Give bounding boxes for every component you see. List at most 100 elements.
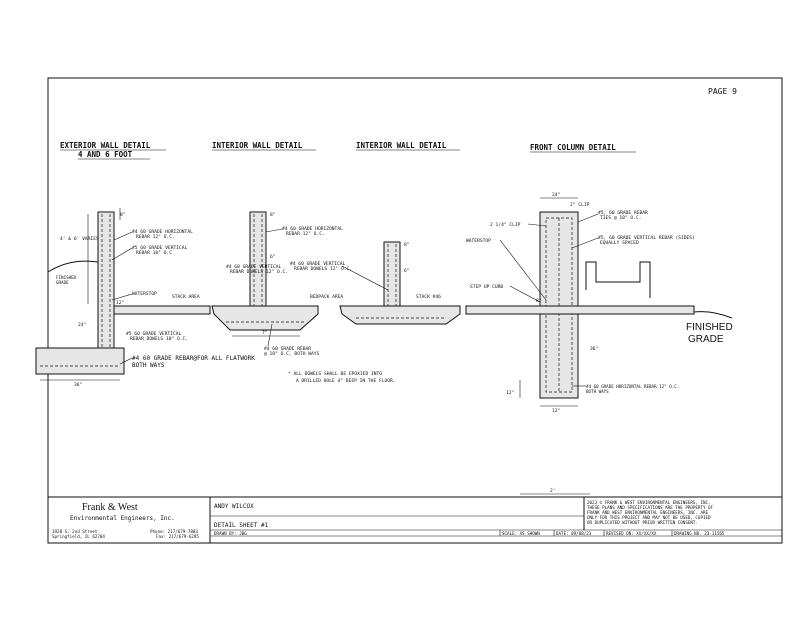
exterior-footing — [35, 347, 125, 375]
exterior-dim-8: 8" — [120, 212, 126, 218]
exterior-title: EXTERIOR WALL DETAIL — [60, 141, 151, 150]
firm-address-1: 1920 S. 2nd Street — [52, 529, 98, 534]
interior1-dim-6: 6" — [270, 254, 276, 260]
exterior-horiz-leader — [113, 231, 133, 241]
page-number: PAGE 9 — [708, 87, 737, 96]
revised: REVISED ON: XX/XX/XX — [606, 531, 657, 536]
sheet-border — [47, 77, 783, 544]
exterior-finished-grade: FINISHED — [56, 275, 77, 280]
interior2-stack: STACK #46 — [416, 294, 441, 300]
firm-phone: Phone: 217/679-7883 — [150, 529, 198, 534]
exterior-dowels2: REBAR DOWELS 10" O.C. — [130, 336, 188, 342]
exterior-varies: 4' & 6' VARIES — [60, 236, 99, 242]
column-waterstop: WATERSTOP — [466, 238, 491, 244]
interior2-wall — [383, 241, 401, 309]
column-dim-12b: 12" — [552, 408, 560, 414]
column-clip-leader — [527, 223, 547, 227]
copyright-line-3: FRANK AND WEST ENVIRONMENTAL ENGINEERS, … — [587, 510, 708, 515]
column-rebar2b: EQUALLY SPACED — [600, 240, 639, 246]
client-name: ANDY WILCOX — [214, 503, 254, 510]
column-step-curb — [585, 261, 651, 298]
column-clip: 2" CLIP — [570, 202, 590, 208]
interior1-vert: #4 60 GRADE VERTICAL — [226, 264, 282, 270]
column-dim-36: 36" — [590, 346, 598, 352]
scale: SCALE: AS SHOWN — [502, 531, 540, 536]
interior1-title: INTERIOR WALL DETAIL — [212, 141, 303, 150]
interior2-vert: #4 60 GRADE VERTICAL — [290, 261, 346, 267]
interior2-dim-8: 8" — [404, 242, 410, 248]
exterior-grade-line — [47, 260, 99, 273]
interior1-dim-8: 8" — [270, 212, 276, 218]
exterior-vert-note: #5 60 GRADE VERTICAL — [132, 245, 188, 251]
exterior-subtitle: 4 AND 6 FOOT — [78, 150, 133, 159]
exterior-footing-leader — [119, 357, 133, 365]
column-rebar1b: TIES @ 10" O.C. — [600, 215, 642, 221]
interior2-dim-6: 6" — [404, 268, 410, 274]
interior1-slab-rebar-note2: @ 18" O.C. BOTH WAYS — [264, 351, 320, 357]
scale-bar-label: 2' — [550, 488, 556, 494]
exterior-footing-rebar-note: #4 60 GRADE REBAR@FOR ALL FLATWORK — [132, 355, 255, 362]
column-dim-24: 24" — [552, 192, 560, 198]
sheet-title: DETAIL SHEET #1 — [214, 522, 269, 529]
interior1-slab-rebar-note: #4 60 GRADE REBAR — [264, 346, 311, 352]
interior1-horiz: #4 60 GRADE HORIZONTAL — [282, 226, 343, 232]
copyright-line-2: THESE PLANS AND SPECIFICATIONS ARE THE P… — [587, 505, 714, 510]
interior1-wall — [249, 211, 267, 309]
firm-address-2: Springfield, IL 62704 — [52, 534, 105, 539]
exterior-dowels: #5 60 GRADE VERTICAL — [126, 331, 182, 337]
general-note-line2: A DRILLED HOLE 4" DEEP IN THE FLOOR. — [296, 378, 396, 384]
interior-wall-detail-1: INTERIOR WALL DETAIL #4 60 GRADE HORIZON… — [211, 141, 343, 357]
date: DATE: 09/08/23 — [556, 531, 592, 536]
column-bottom-rebar: #4 60 GRADE HORIZONTAL REBAR 12" O.C. — [586, 384, 679, 389]
copyright-line-4: ONLY FOR THIS PROJECT AND MAY NOT BE USE… — [587, 515, 711, 520]
firm-name: Frank & West — [82, 502, 138, 513]
column-grade-line — [693, 311, 733, 319]
interior1-horiz2: REBAR 12" O.C. — [286, 231, 325, 237]
general-note-line1: * ALL DOWELS SHALL BE EPOXIED INTO — [288, 371, 382, 377]
column-waterstop-leader — [499, 239, 547, 301]
title-block: Frank & West Environmental Engineers, In… — [48, 496, 782, 543]
exterior-slab — [113, 305, 211, 315]
column-dim-12: 12" — [506, 390, 514, 396]
drawn-by: DRAWN BY: JBG — [214, 531, 247, 536]
interior1-horiz-leader — [265, 228, 283, 233]
column-dim-8: 8" — [536, 298, 542, 304]
interior-wall-detail-2: INTERIOR WALL DETAIL #4 60 GRADE VERTICA… — [290, 141, 461, 325]
column-rebar2: #5, 60 GRADE VERTICAL REBAR (SIDES) — [598, 235, 695, 241]
copyright-line-5: OR DUPLICATED WITHOUT PRIOR WRITTEN CONS… — [587, 520, 698, 525]
column-finished-grade: FINISHED — [686, 322, 733, 333]
interior2-title: INTERIOR WALL DETAIL — [356, 141, 447, 150]
exterior-wall-detail: EXTERIOR WALL DETAIL 4 AND 6 FOOT 4' & 6… — [35, 141, 255, 388]
copyright-line-1: 2023 © FRANK & WEST ENVIRONMENTAL ENGINE… — [587, 500, 711, 505]
column-title: FRONT COLUMN DETAIL — [530, 143, 616, 152]
exterior-wall — [97, 211, 115, 351]
interior1-dim-7: 7" — [262, 330, 268, 336]
interior1-thickened-slab — [211, 305, 319, 331]
exterior-vert-note2: REBAR 10" O.C — [136, 250, 172, 256]
exterior-finished-grade2: GRADE — [56, 280, 69, 285]
exterior-horiz-note2: REBAR 12" O.C. — [136, 234, 175, 240]
exterior-both-ways: BOTH WAYS — [132, 362, 165, 369]
firm-fax: Fax: 217/679-6285 — [156, 534, 199, 539]
column-rebar1-leader — [577, 213, 599, 223]
column-clip2: 2 1/4" CLIP — [490, 222, 521, 228]
exterior-waterstop-leader — [111, 293, 133, 301]
column-rebar1: #5, 60 GRADE REBAR — [598, 210, 648, 216]
front-column-detail: FRONT COLUMN DETAIL 24" 2" CLIP 2 1/4" C… — [465, 143, 733, 414]
firm-subtitle: Environmental Engineers, Inc. — [70, 515, 175, 522]
exterior-waterstop: WATERSTOP — [132, 291, 157, 297]
exterior-horiz-note: #4 60 GRADE HORIZONTAL — [132, 229, 193, 235]
exterior-dim-12: 12" — [116, 300, 124, 306]
drawing-number: DRAWING NO. 23-11565 — [674, 531, 725, 536]
column-bottom-rebar2: BOTH WAYS — [586, 389, 609, 394]
interior1-vert2: REBAR DOWELS 12" O.C. — [230, 269, 288, 275]
interior1-slab-leader — [267, 323, 273, 347]
interior2-bedpack: BEDPACK AREA — [310, 294, 343, 300]
exterior-dim-24: 24" — [78, 322, 86, 328]
exterior-dim-36: 36" — [74, 382, 82, 388]
interior2-vert-leader — [341, 265, 389, 291]
column-slab — [465, 305, 695, 315]
interior2-thickened-slab — [339, 305, 461, 325]
